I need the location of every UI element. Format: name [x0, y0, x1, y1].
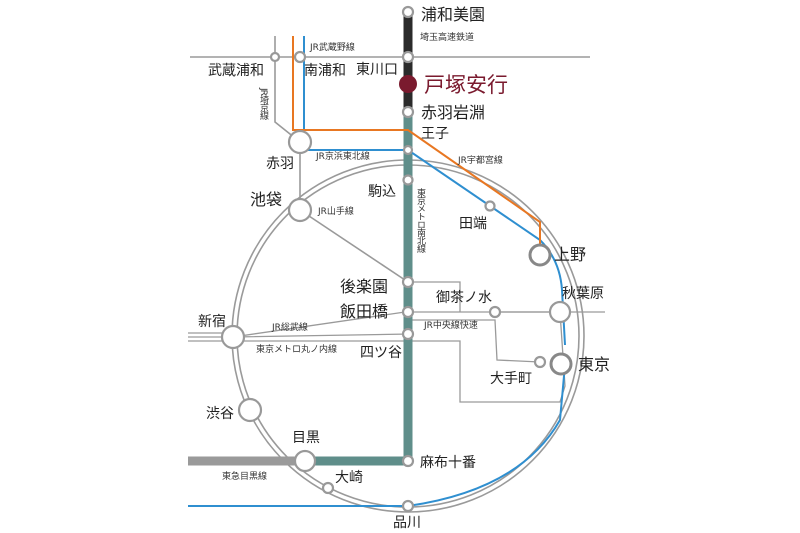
shinjuku-node — [220, 324, 246, 350]
higashi-kawaguchi-node — [401, 50, 415, 64]
tokyo-label: 東京 — [578, 355, 610, 374]
akihabara-node — [548, 300, 572, 324]
yamanote-spokes — [299, 142, 409, 283]
yotsuya-label: 四ツ谷 — [360, 345, 402, 361]
korakuen-label: 後楽園 — [340, 277, 388, 296]
tokyo-node — [549, 352, 573, 376]
musashi-urawa-label: 武蔵浦和 — [208, 63, 264, 79]
urawa-misono-label: 浦和美園 — [421, 5, 485, 24]
meguro-node — [293, 449, 317, 473]
yotsuya-node — [401, 327, 415, 341]
ueno-node — [528, 243, 552, 267]
shibuya-label: 渋谷 — [206, 406, 234, 422]
osaki-label: 大崎 — [335, 470, 363, 486]
saikyo-label: JR埼京線 — [258, 87, 269, 120]
chuo-rapid-line — [232, 319, 541, 363]
otemachi-label: 大手町 — [490, 371, 532, 387]
sobu-label: JR総武線 — [271, 321, 308, 333]
iidabashi-label: 飯田橋 — [340, 302, 388, 321]
ikebukuro-node — [287, 197, 313, 223]
tabata-node — [484, 200, 496, 212]
oji-label: 王子 — [421, 126, 449, 142]
meguro-line-label: 東急目黒線 — [222, 470, 267, 482]
osaki-node — [321, 481, 335, 495]
tabata-label: 田端 — [459, 216, 487, 232]
ueno-label: 上野 — [554, 245, 586, 264]
minami-urawa-node — [293, 50, 307, 64]
urawa-misono-node — [401, 5, 415, 19]
ochanomizu-node — [488, 305, 502, 319]
azabu-juban-label: 麻布十番 — [420, 455, 476, 471]
akihabara-label: 秋葉原 — [562, 286, 604, 302]
meguro-label: 目黒 — [292, 430, 320, 446]
azabu-juban-node — [401, 454, 415, 468]
akabane-iwabuchi-node — [401, 105, 415, 119]
chuo-rapid-label: JR中央線快速 — [423, 319, 478, 331]
shinagawa-label: 品川 — [393, 515, 421, 531]
shinagawa-node — [401, 499, 415, 513]
keihin-tohoku-label: JR京浜東北線 — [315, 150, 370, 162]
musashino-node-1 — [269, 51, 281, 63]
totsuka-angyo-node — [399, 75, 417, 93]
korakuen-node — [401, 275, 415, 289]
komagome-label: 駒込 — [368, 184, 396, 200]
utsunomiya-line — [292, 36, 541, 255]
oji-node — [402, 144, 414, 156]
shinjuku-label: 新宿 — [198, 313, 226, 330]
akabane-iwabuchi-label: 赤羽岩淵 — [421, 103, 485, 122]
musashino-label: JR武蔵野線 — [309, 41, 355, 53]
akabane-label: 赤羽 — [266, 156, 294, 172]
saitama-railway-label: 埼玉高速鉄道 — [420, 31, 474, 43]
saikyo-line — [274, 36, 301, 143]
komagome-node — [402, 174, 414, 186]
iidabashi-node — [401, 305, 415, 319]
marunouchi-label: 東京メトロ丸ノ内線 — [256, 343, 337, 355]
totsuka-angyo-label: 戸塚安行 — [424, 73, 508, 97]
akabane-node — [287, 129, 313, 155]
yamanote-label: JR山手線 — [317, 205, 354, 217]
ochanomizu-label: 御茶ノ水 — [436, 290, 492, 306]
minami-urawa-label: 南浦和 — [304, 63, 346, 79]
utsunomiya-label: JR宇都宮線 — [457, 154, 503, 166]
shibuya-node — [237, 397, 263, 423]
higashi-kawaguchi-label: 東川口 — [356, 62, 398, 78]
otemachi-node — [533, 355, 547, 369]
keihin-tohoku-line — [188, 36, 566, 507]
namboku-label: 東京メトロ南北線 — [415, 187, 426, 253]
ikebukuro-label: 池袋 — [250, 190, 282, 209]
